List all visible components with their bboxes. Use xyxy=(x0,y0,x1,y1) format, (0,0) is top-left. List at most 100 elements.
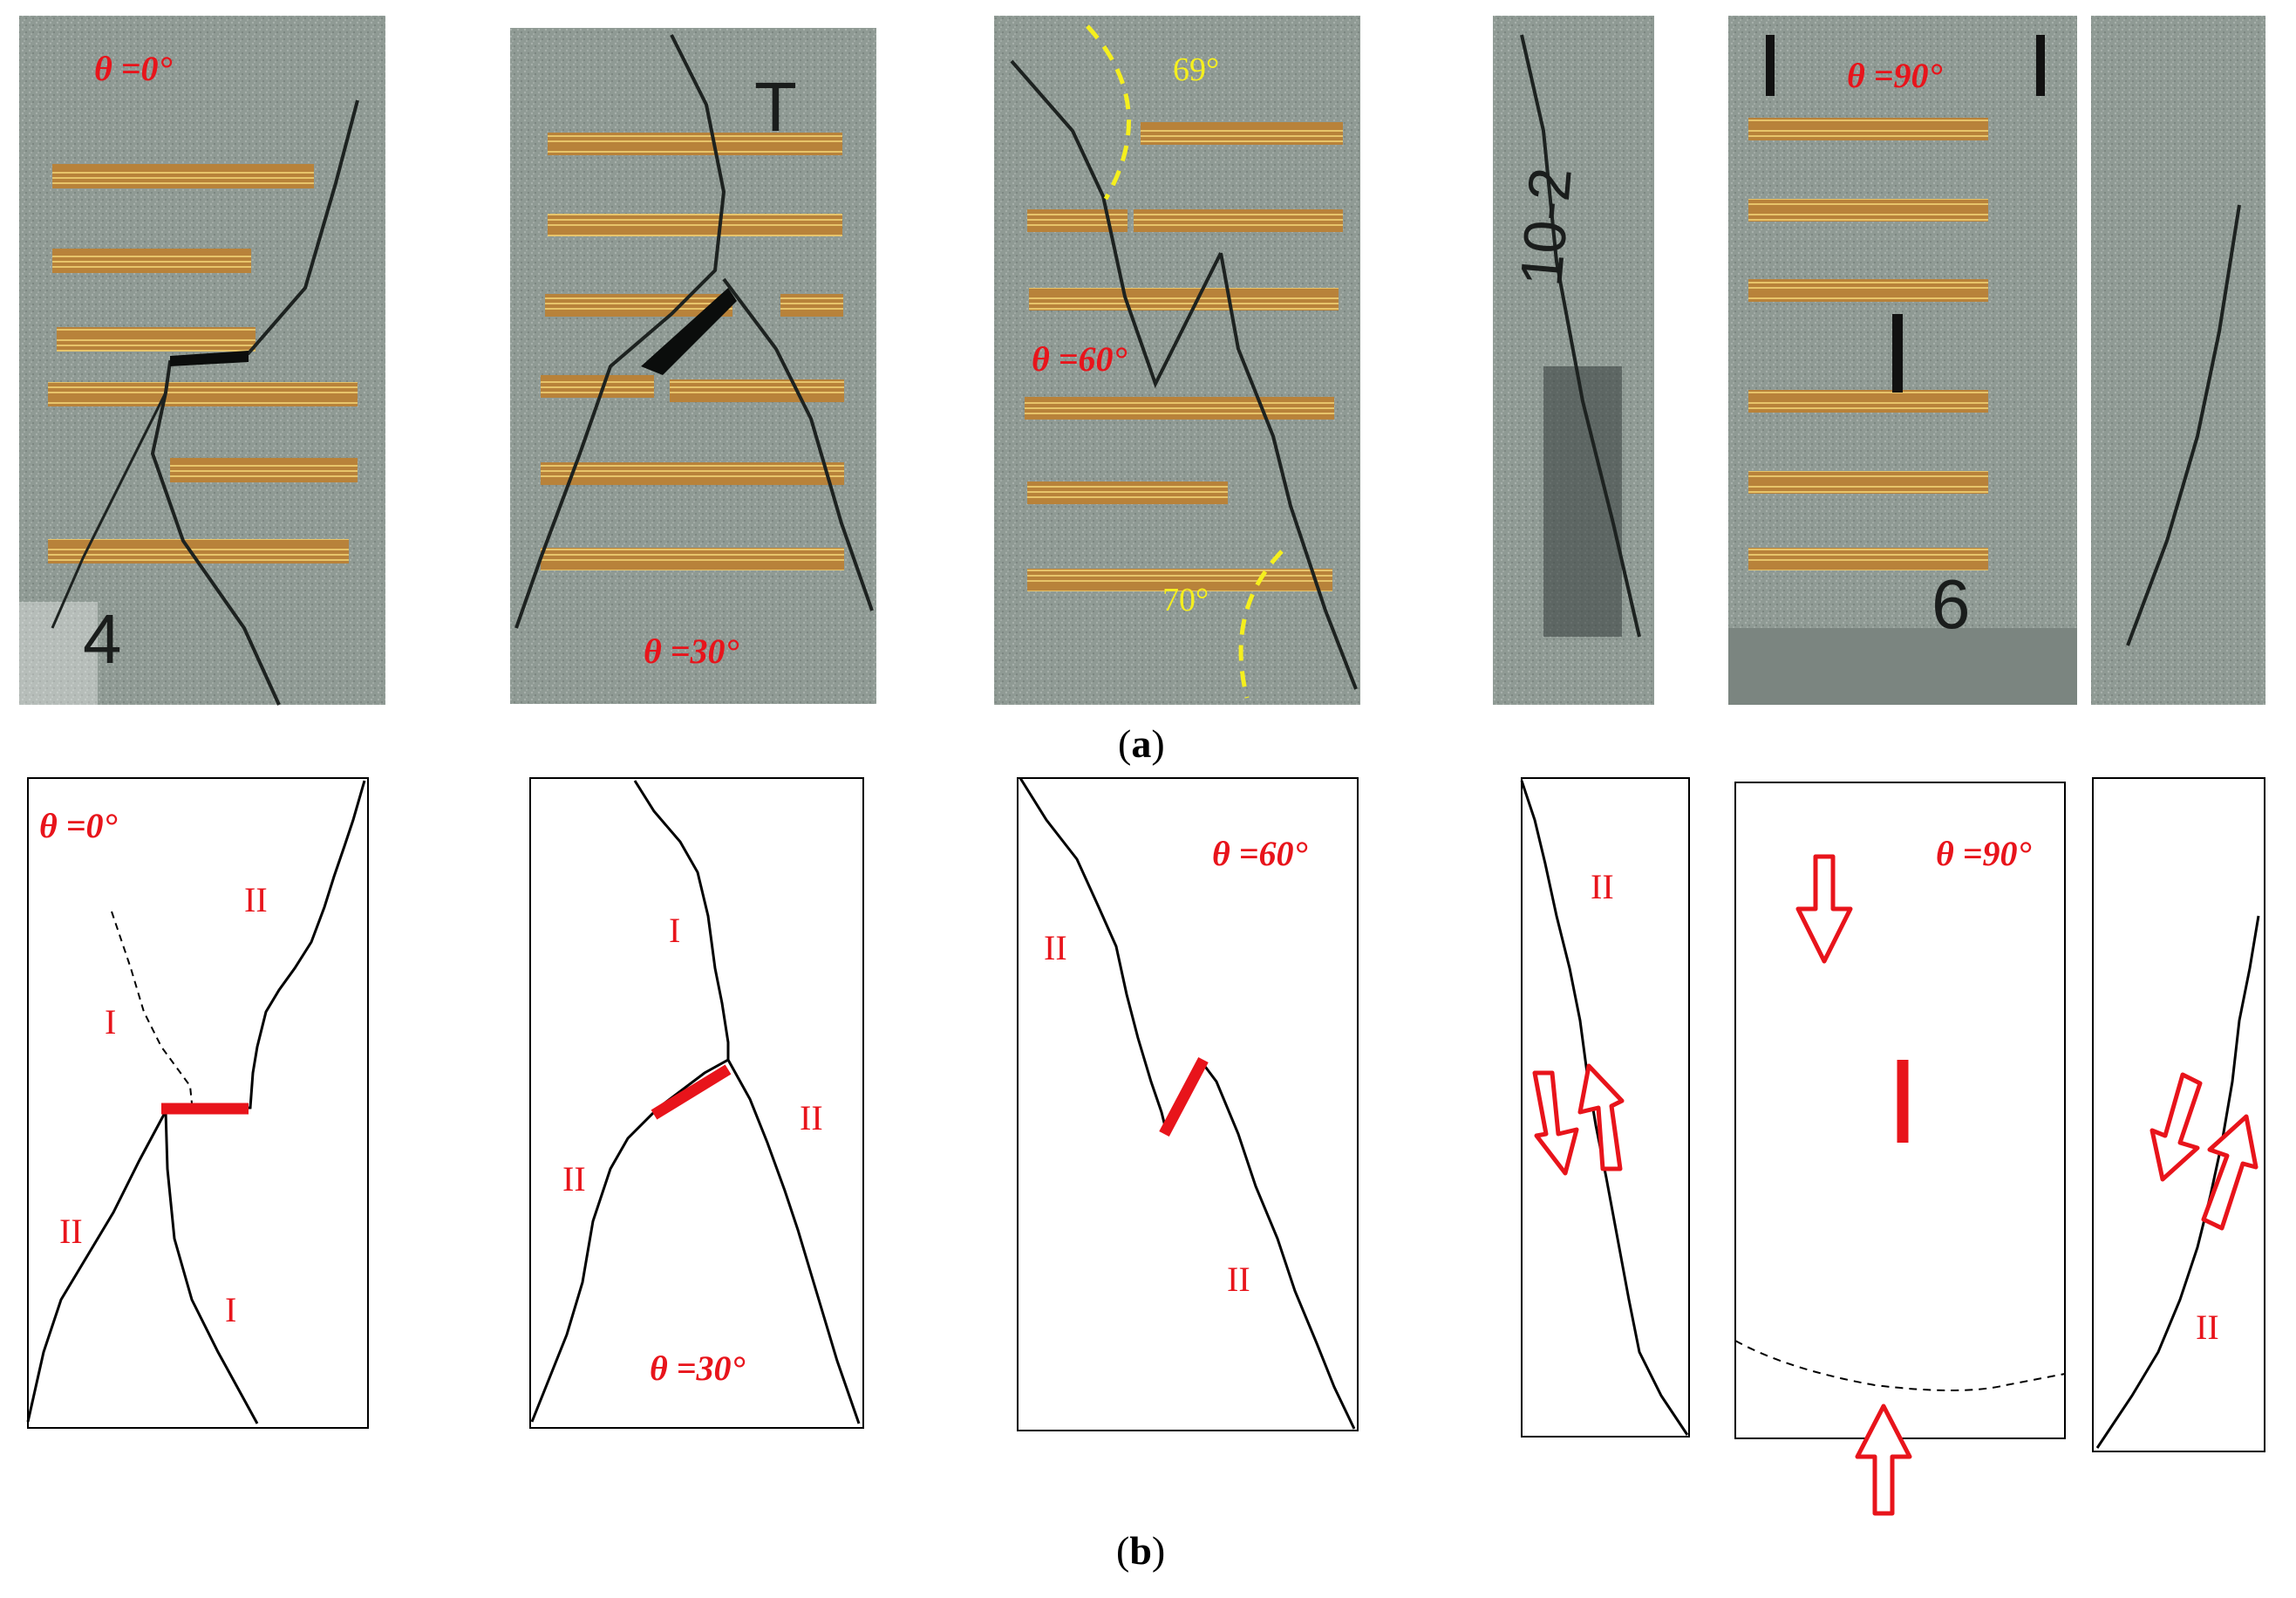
strain-gauge xyxy=(1748,279,1988,302)
sketch-60deg: θ =60° II II xyxy=(1017,777,1359,1431)
sketch-0deg: θ =0° II I II I xyxy=(26,777,369,1429)
strain-gauge xyxy=(780,294,843,317)
sketch-90deg-side-left: II xyxy=(1520,777,1690,1438)
crack xyxy=(150,99,359,706)
flaw-mark xyxy=(1766,35,1775,96)
shear-arrow-up xyxy=(1577,1063,1625,1171)
region-label: II xyxy=(2196,1308,2219,1347)
region-label: II xyxy=(562,1159,586,1198)
specimen-block xyxy=(510,28,876,704)
photo-specimen-30deg: T θ =30° xyxy=(510,28,876,704)
strain-gauge xyxy=(57,327,255,352)
central-flaw xyxy=(1892,314,1903,393)
strain-gauge xyxy=(52,164,314,188)
sketch-90deg-front: θ =90° xyxy=(1734,782,2066,1516)
strain-gauges xyxy=(541,133,844,570)
strain-gauge xyxy=(1025,397,1334,420)
sketch-angle-label: θ =0° xyxy=(39,806,118,845)
pre-existing-flaw xyxy=(1159,1056,1209,1137)
strain-gauge xyxy=(548,133,842,155)
region-label: II xyxy=(800,1098,823,1137)
dashed-angle-arc-bottom xyxy=(1238,550,1284,699)
photo-angle-label: θ =60° xyxy=(1032,339,1128,379)
caption-b: (b) xyxy=(1116,1528,1165,1573)
sketch-frame xyxy=(2092,777,2265,1452)
crack-line xyxy=(164,1110,259,1424)
strain-gauge xyxy=(1027,481,1228,504)
sketch-30deg: I II II θ =30° xyxy=(529,777,864,1429)
strain-gauge xyxy=(548,214,842,236)
region-label: I xyxy=(105,1002,116,1041)
region-label: II xyxy=(1591,867,1614,906)
strain-gauge xyxy=(48,539,349,563)
photo-specimen-90deg-side-right xyxy=(2091,16,2265,705)
sketch-angle-label: θ =60° xyxy=(1212,834,1308,873)
strain-gauges xyxy=(1025,122,1343,591)
crack xyxy=(1219,252,1358,690)
photo-specimen-60deg: 69° θ =60° 70° xyxy=(994,16,1360,705)
sketch-frame xyxy=(27,777,369,1429)
strain-gauge xyxy=(1027,209,1128,232)
flaw-mark xyxy=(2036,35,2045,96)
sketch-frame xyxy=(1017,777,1359,1431)
crack-line xyxy=(530,780,730,1423)
dashed-angle-arc-top xyxy=(1086,24,1131,201)
crack-line xyxy=(1202,1063,1356,1430)
opened-crack xyxy=(170,351,249,366)
caption-a: (a) xyxy=(1118,721,1165,766)
load-arrow-up xyxy=(1855,1403,1912,1516)
crack xyxy=(514,34,726,629)
specimen-marking: T xyxy=(754,68,797,146)
strain-gauge xyxy=(541,375,654,398)
region-label: II xyxy=(59,1212,83,1251)
specimen-marking: 4 xyxy=(83,600,122,678)
specimen-side-marking: 10-2 xyxy=(1508,165,1584,289)
sketch-frame xyxy=(529,777,864,1429)
crack xyxy=(1520,34,1641,638)
crack xyxy=(51,392,167,629)
specimen-base-shadow xyxy=(1728,628,2077,705)
photo-row: θ =0° 4 T θ =30° xyxy=(19,16,2265,706)
strain-gauge xyxy=(1748,548,1988,570)
load-arrow-down xyxy=(1795,854,1853,964)
strain-gauge xyxy=(1748,199,1988,222)
strain-gauge xyxy=(52,249,251,273)
specimen-block xyxy=(2091,16,2265,705)
sketch-row: θ =0° II I II I I II II θ =30° θ =60° II… xyxy=(26,777,2265,1516)
sketch-angle-label: θ =30° xyxy=(650,1349,746,1388)
opened-crack xyxy=(641,288,737,375)
crack xyxy=(1010,59,1223,389)
strain-gauge xyxy=(1027,569,1332,591)
strain-gauge xyxy=(1748,390,1988,413)
strain-gauge xyxy=(1748,471,1988,494)
crack-line xyxy=(1019,777,1168,1130)
sketch-90deg-side-right: II xyxy=(2092,777,2265,1452)
crack-line xyxy=(726,1059,861,1424)
shear-arrow-down xyxy=(1532,1070,1579,1176)
crack xyxy=(722,277,874,611)
strain-gauge xyxy=(1141,122,1343,145)
strain-gauges xyxy=(48,164,358,563)
angle-annotation-top: 69° xyxy=(1173,51,1219,88)
strain-gauge xyxy=(1029,288,1339,311)
strain-gauge xyxy=(670,379,844,402)
photo-specimen-0deg: θ =0° 4 xyxy=(19,16,385,706)
crack-line xyxy=(26,780,366,1423)
sketch-frame xyxy=(1521,777,1690,1438)
strain-gauge xyxy=(541,462,844,485)
specimen-chipped-corner xyxy=(19,602,98,705)
photo-specimen-90deg-side-left: 10-2 xyxy=(1493,16,1654,705)
photo-angle-label: θ =0° xyxy=(94,49,173,88)
region-label: I xyxy=(669,911,680,950)
photo-specimen-90deg-front: θ =90° 6 xyxy=(1728,16,2077,705)
dashed-crack-line xyxy=(111,911,193,1104)
region-label: II xyxy=(1227,1260,1250,1299)
dashed-fracture-boundary xyxy=(1734,1340,2066,1391)
strain-gauge xyxy=(170,458,358,482)
region-label: II xyxy=(1044,928,1067,967)
angle-annotation-bottom: 70° xyxy=(1162,582,1209,618)
strain-gauge xyxy=(1134,209,1343,232)
strain-gauge xyxy=(48,382,358,406)
specimen-marking: 6 xyxy=(1932,565,1971,643)
